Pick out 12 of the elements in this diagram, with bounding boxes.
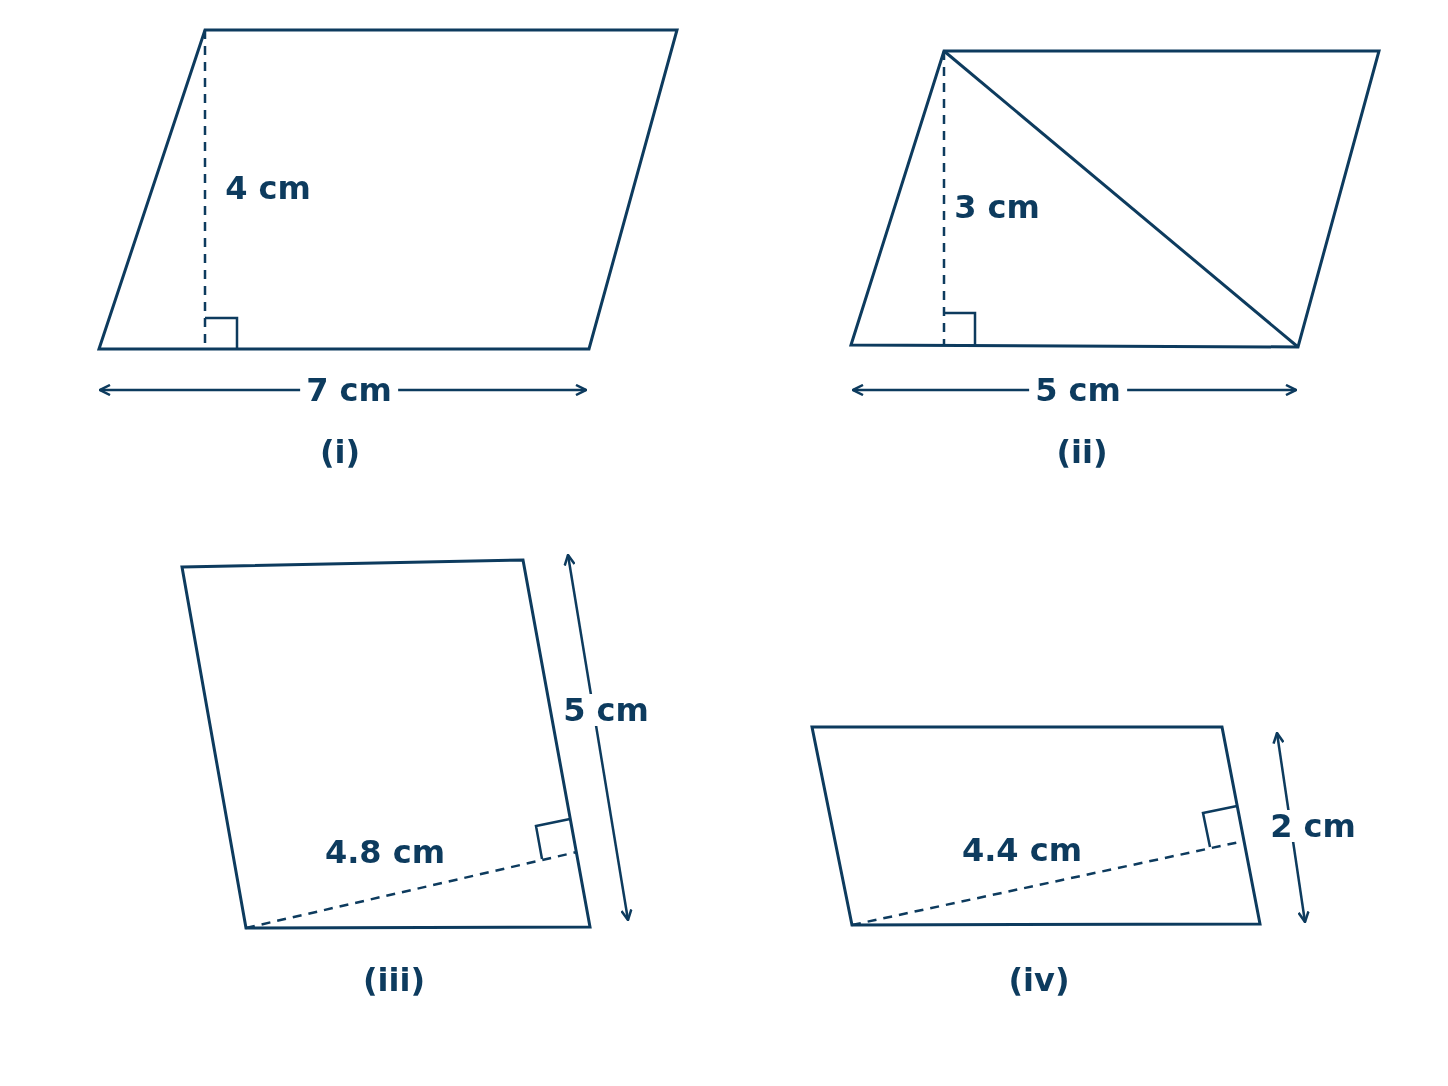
figure-caption: (i) <box>319 436 361 468</box>
figure-caption: (ii) <box>1056 436 1108 468</box>
measurement-label: 4.8 cm <box>324 836 446 868</box>
measurement-label: 3 cm <box>954 191 1040 223</box>
parallelogram-shape <box>96 28 679 351</box>
parallelogram-shape <box>810 725 1262 927</box>
parallelogram-shape <box>180 558 592 930</box>
parallelogram-shape <box>848 49 1381 349</box>
measurement-label: 4.4 cm <box>961 834 1083 866</box>
measurement-label: 4 cm <box>225 172 311 204</box>
figure-caption: (iv) <box>1008 964 1070 996</box>
figure-caption: (iii) <box>362 964 426 996</box>
